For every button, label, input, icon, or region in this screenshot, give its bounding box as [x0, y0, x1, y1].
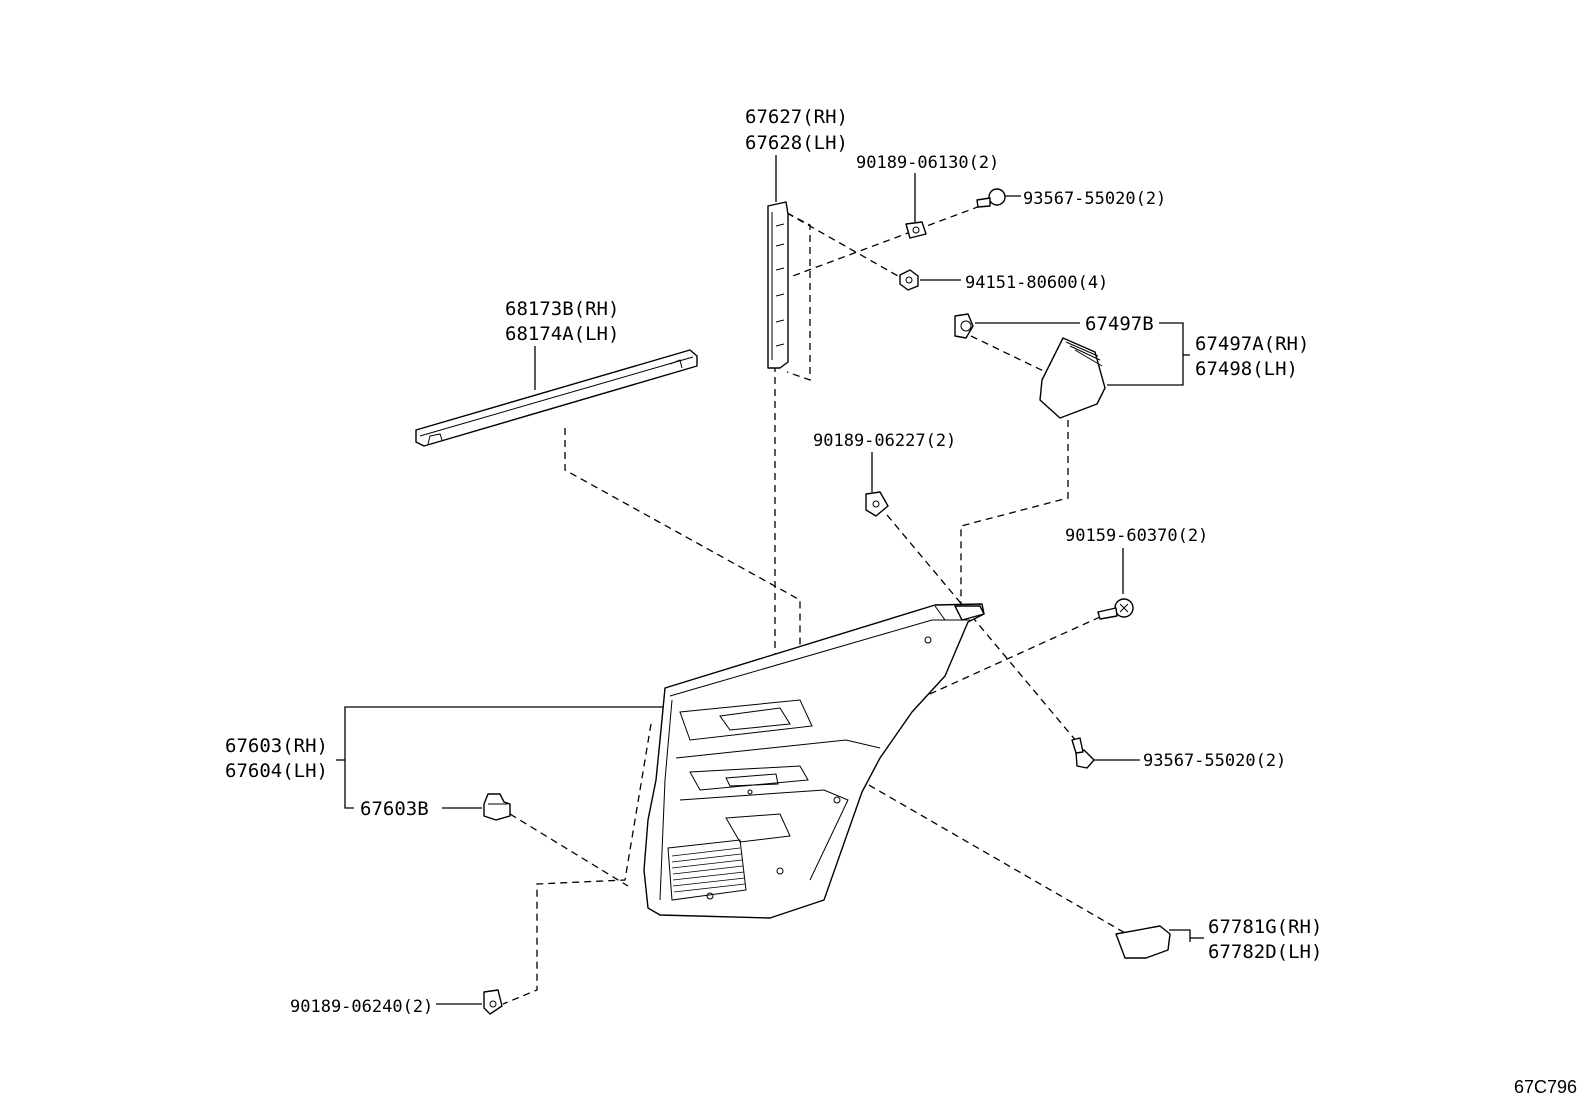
- clip-90189-06130-icon: [905, 221, 927, 239]
- label-90159-60370: 90159-60370(2): [1065, 526, 1208, 546]
- screw-93567-55020-bottom-icon: [1071, 737, 1095, 769]
- label-93567-55020-bottom: 93567-55020(2): [1143, 751, 1286, 771]
- clip-90189-06240-icon: [483, 989, 503, 1015]
- clip-90189-06227-icon: [865, 491, 889, 517]
- label-90189-06227: 90189-06227(2): [813, 431, 956, 451]
- part-67627-vertical-trim: [767, 201, 789, 369]
- label-93567-55020-top: 93567-55020(2): [1023, 189, 1166, 209]
- label-67497a-rh: 67497A(RH): [1195, 333, 1309, 355]
- label-94151-80600: 94151-80600(4): [965, 273, 1108, 293]
- leader-lines: [336, 155, 1204, 1005]
- screw-90159-60370-icon: [1097, 598, 1134, 620]
- label-67603-rh: 67603(RH): [225, 735, 328, 757]
- clip-67497b-icon: [954, 313, 974, 339]
- nut-94151-80600-icon: [899, 269, 919, 291]
- label-67497b: 67497B: [1085, 313, 1154, 335]
- part-67603-door-trim-panel: [643, 603, 985, 919]
- label-67498-lh: 67498(LH): [1195, 358, 1298, 380]
- label-67781g-rh: 67781G(RH): [1208, 916, 1322, 938]
- label-67782d-lh: 67782D(LH): [1208, 941, 1322, 963]
- label-90189-06130: 90189-06130(2): [856, 153, 999, 173]
- part-67497a-cover: [1039, 337, 1106, 419]
- part-68173b-belt-weatherstrip: [415, 349, 698, 447]
- label-67628-lh: 67628(LH): [745, 132, 848, 154]
- label-67627-rh: 67627(RH): [745, 106, 848, 128]
- speaker-grille-hatch: [671, 847, 746, 893]
- label-68173b-rh: 68173B(RH): [505, 298, 619, 320]
- label-67604-lh: 67604(LH): [225, 760, 328, 782]
- clip-67603b-icon: [483, 793, 511, 821]
- screw-93567-55020-top-icon: [976, 188, 1006, 208]
- part-67781g-armrest-cover: [1115, 925, 1171, 959]
- label-68174a-lh: 68174A(LH): [505, 323, 619, 345]
- label-90189-06240: 90189-06240(2): [290, 997, 433, 1017]
- label-67603b: 67603B: [360, 798, 429, 820]
- diagram-reference-code: 67C796: [1514, 1077, 1577, 1097]
